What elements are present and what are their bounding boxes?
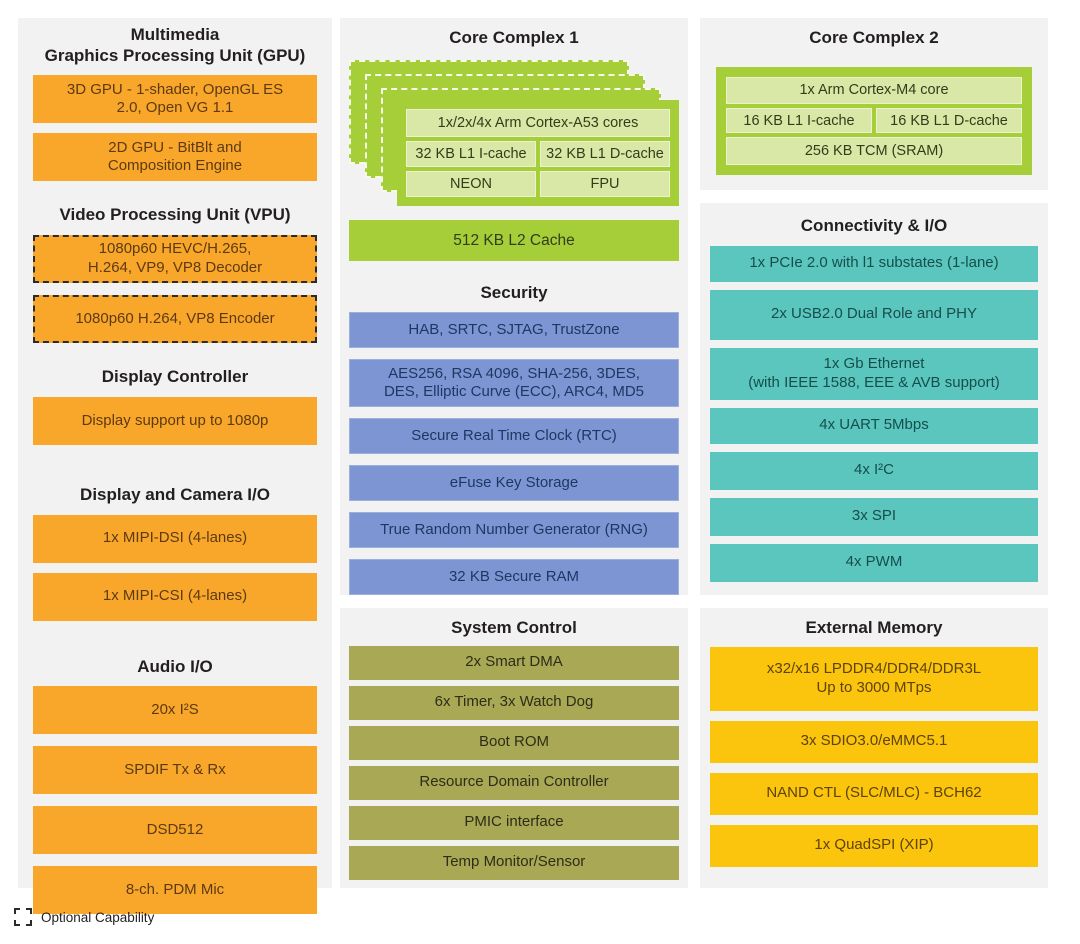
panel-external-memory: External Memory x32/x16 LPDDR4/DDR4/DDR3… (700, 608, 1048, 888)
block-lpddr4: x32/x16 LPDDR4/DDR4/DDR3L Up to 3000 MTp… (710, 646, 1038, 711)
block-temp-monitor: Temp Monitor/Sensor (349, 845, 679, 880)
section-title-display-camera-io: Display and Camera I/O (80, 484, 270, 504)
block-pcie: 1x PCIe 2.0 with l1 substates (1-lane) (710, 245, 1038, 282)
legend-optional-capability: Optional Capability (14, 908, 154, 926)
block-boot-rom: Boot ROM (349, 725, 679, 760)
block-uart: 4x UART 5Mbps (710, 407, 1038, 444)
section-title-display-controller: Display Controller (101, 367, 249, 387)
block-spdif: SPDIF Tx & Rx (33, 746, 317, 795)
block-m4-dcache: 16 KB L1 D-cache (876, 108, 1022, 134)
block-fpu: FPU (540, 170, 670, 197)
block-pwm: 4x PWM (710, 543, 1038, 582)
section-title-vpu: Video Processing Unit (VPU) (59, 205, 291, 225)
block-quadspi: 1x QuadSPI (XIP) (710, 824, 1038, 867)
section-title-gpu: Multimedia Graphics Processing Unit (GPU… (44, 25, 306, 65)
block-nand-ctl: NAND CTL (SLC/MLC) - BCH62 (710, 772, 1038, 815)
cortex-m4-core-card: 1x Arm Cortex-M4 core 16 KB L1 I-cache 1… (716, 66, 1032, 175)
block-gb-ethernet: 1x Gb Ethernet (with IEEE 1588, EEE & AV… (710, 347, 1038, 400)
section-title-connectivity: Connectivity & I/O (800, 216, 948, 235)
panel-system-control: System Control 2x Smart DMA 6x Timer, 3x… (340, 608, 688, 888)
panel-core-complex-1-security: Core Complex 1 1x/2x/4x Arm Cortex-A53 c… (340, 18, 688, 596)
block-resource-domain-controller: Resource Domain Controller (349, 765, 679, 800)
block-a53-cores: 1x/2x/4x Arm Cortex-A53 cores (406, 108, 670, 137)
section-title-system-control: System Control (451, 618, 577, 637)
section-title-core-complex-2: Core Complex 2 (809, 28, 939, 47)
block-neon: NEON (406, 170, 536, 197)
block-video-decoder: 1080p60 HEVC/H.265, H.264, VP9, VP8 Deco… (33, 235, 317, 284)
block-timer-watchdog: 6x Timer, 3x Watch Dog (349, 685, 679, 720)
block-2d-gpu: 2D GPU - BitBlt and Composition Engine (33, 133, 317, 182)
block-pdm-mic: 8-ch. PDM Mic (33, 866, 317, 915)
block-spi: 3x SPI (710, 497, 1038, 536)
block-3d-gpu: 3D GPU - 1-shader, OpenGL ES 2.0, Open V… (33, 75, 317, 124)
block-hab-srtc: HAB, SRTC, SJTAG, TrustZone (349, 312, 679, 349)
block-i2s: 20x I²S (33, 686, 317, 735)
panel-multimedia: Multimedia Graphics Processing Unit (GPU… (18, 18, 332, 915)
block-display-support: Display support up to 1080p (33, 396, 317, 445)
optional-capability-icon (14, 908, 32, 926)
block-mipi-csi: 1x MIPI-CSI (4-lanes) (33, 572, 317, 621)
block-usb: 2x USB2.0 Dual Role and PHY (710, 289, 1038, 340)
block-m4-icache: 16 KB L1 I-cache (726, 108, 872, 134)
block-video-encoder: 1080p60 H.264, VP8 Encoder (33, 295, 317, 344)
section-title-core-complex-1: Core Complex 1 (449, 28, 579, 47)
cortex-a53-card-stack: 1x/2x/4x Arm Cortex-A53 cores 32 KB L1 I… (349, 59, 679, 206)
block-a53-dcache: 32 KB L1 D-cache (540, 140, 670, 167)
block-i2c: 4x I²C (710, 451, 1038, 490)
section-title-security: Security (480, 282, 548, 302)
section-title-audio-io: Audio I/O (137, 656, 213, 676)
block-rng: True Random Number Generator (RNG) (349, 512, 679, 549)
block-secure-ram: 32 KB Secure RAM (349, 559, 679, 596)
panel-core-complex-2: Core Complex 2 1x Arm Cortex-M4 core 16 … (700, 18, 1048, 190)
section-title-external-memory: External Memory (805, 618, 943, 637)
block-secure-rtc: Secure Real Time Clock (RTC) (349, 418, 679, 455)
legend-label: Optional Capability (41, 909, 155, 925)
block-crypto: AES256, RSA 4096, SHA-256, 3DES, DES, El… (349, 359, 679, 408)
block-mipi-dsi: 1x MIPI-DSI (4-lanes) (33, 514, 317, 563)
block-efuse: eFuse Key Storage (349, 465, 679, 502)
block-l2-cache: 512 KB L2 Cache (349, 219, 679, 261)
block-a53-icache: 32 KB L1 I-cache (406, 140, 536, 167)
block-sdio-emmc: 3x SDIO3.0/eMMC5.1 (710, 720, 1038, 763)
block-pmic-interface: PMIC interface (349, 805, 679, 840)
block-tcm-sram: 256 KB TCM (SRAM) (726, 137, 1022, 165)
block-dsd512: DSD512 (33, 806, 317, 855)
cortex-a53-core-card: 1x/2x/4x Arm Cortex-A53 cores 32 KB L1 I… (397, 99, 679, 206)
block-smart-dma: 2x Smart DMA (349, 645, 679, 680)
panel-connectivity-io: Connectivity & I/O 1x PCIe 2.0 with l1 s… (700, 203, 1048, 595)
block-m4-core: 1x Arm Cortex-M4 core (726, 76, 1022, 105)
